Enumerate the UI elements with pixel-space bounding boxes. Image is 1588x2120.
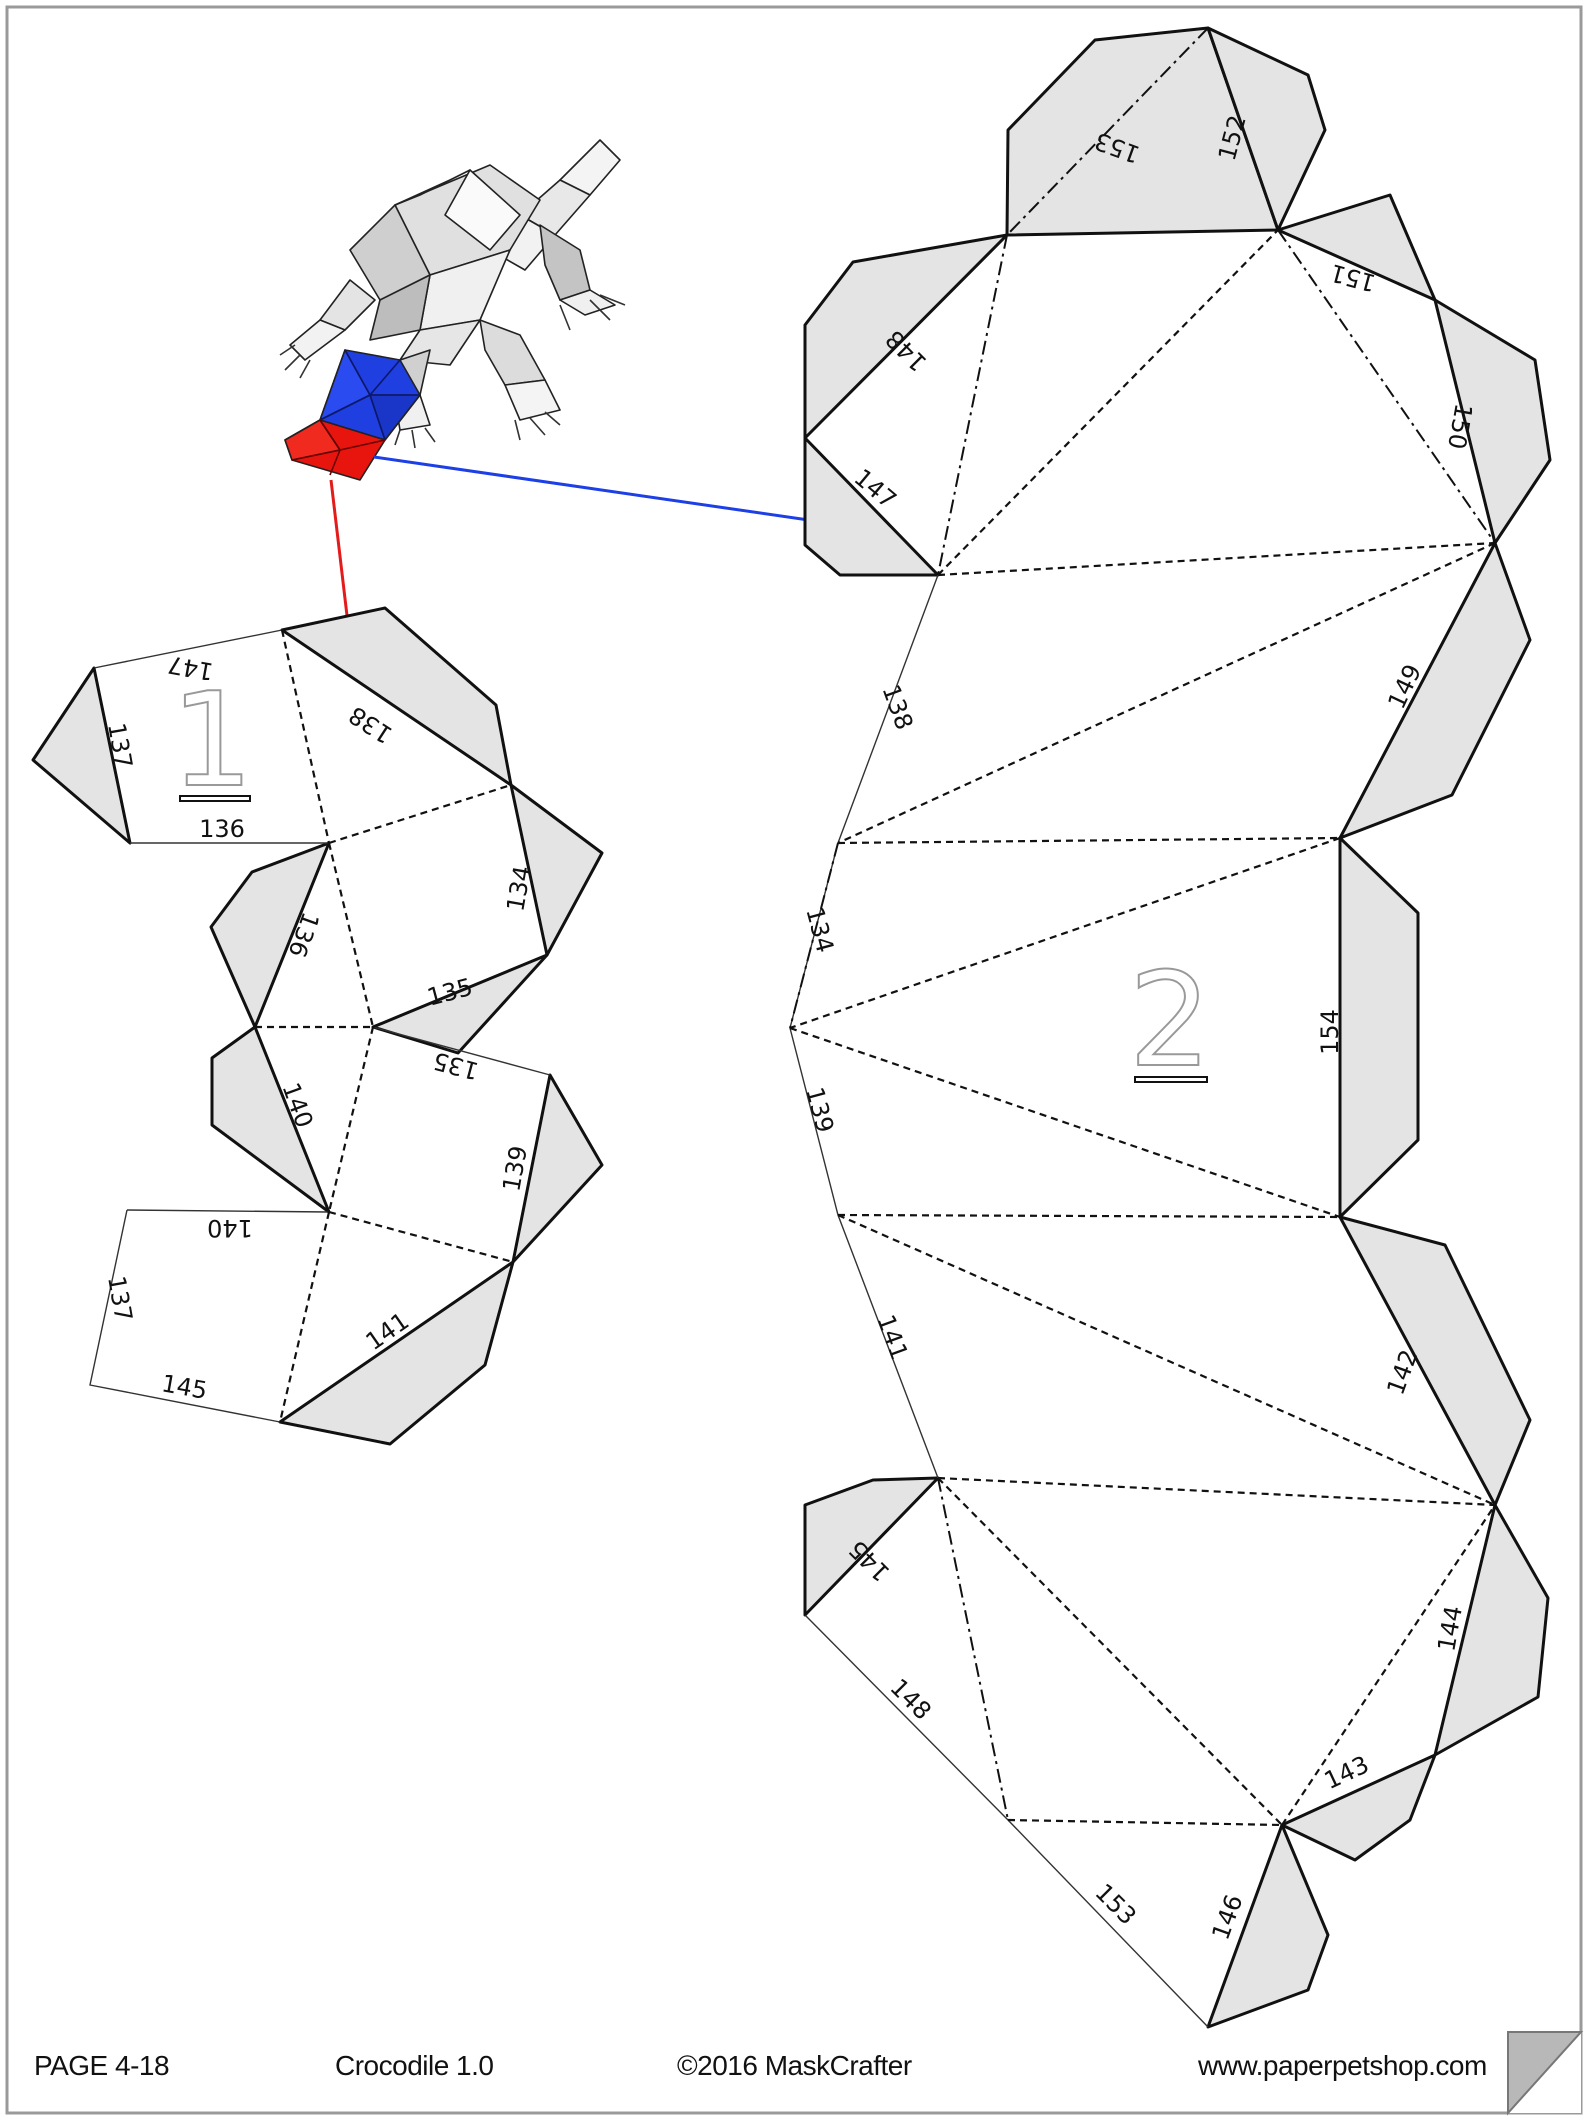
crocodile-illustration (279, 139, 626, 481)
page-number: PAGE 4-18 (34, 2050, 170, 2081)
part-1-pattern: 1 147 137 136 138 136 134 135 135 140 13… (31, 606, 604, 1446)
model-name: Crocodile 1.0 (335, 2050, 494, 2081)
edge-label: 141 (872, 1311, 914, 1364)
part-1-underline (179, 795, 251, 802)
folded-corner-icon (1507, 2031, 1584, 2116)
edge-label: 137 (102, 1274, 138, 1324)
part-2-pattern: 2 153 152 151 148 150 147 138 149 134 15… (789, 26, 1552, 2029)
edge-label: 139 (800, 1084, 839, 1135)
head-pointer (373, 455, 847, 529)
part-2-number: 2 (1129, 944, 1212, 1096)
edge-label: 136 (199, 815, 245, 843)
part-1-number: 1 (171, 664, 254, 816)
website-link[interactable]: www.paperpetshop.com (1198, 2050, 1487, 2081)
edge-label: 138 (344, 700, 398, 748)
edge-label: 153 (1090, 1878, 1142, 1930)
page-border (5, 5, 1583, 2115)
edge-label: 134 (800, 904, 839, 955)
edge-label: 134 (501, 864, 537, 914)
edge-label: 140 (207, 1214, 253, 1242)
copyright: ©2016 MaskCrafter (677, 2050, 912, 2081)
edge-label: 142 (1381, 1346, 1423, 1399)
edge-label: 135 (430, 1046, 481, 1085)
part-2-underline (1134, 1076, 1208, 1083)
edge-label: 138 (877, 681, 919, 734)
edge-label: 154 (1316, 1009, 1344, 1055)
edge-label: 148 (885, 1673, 937, 1725)
